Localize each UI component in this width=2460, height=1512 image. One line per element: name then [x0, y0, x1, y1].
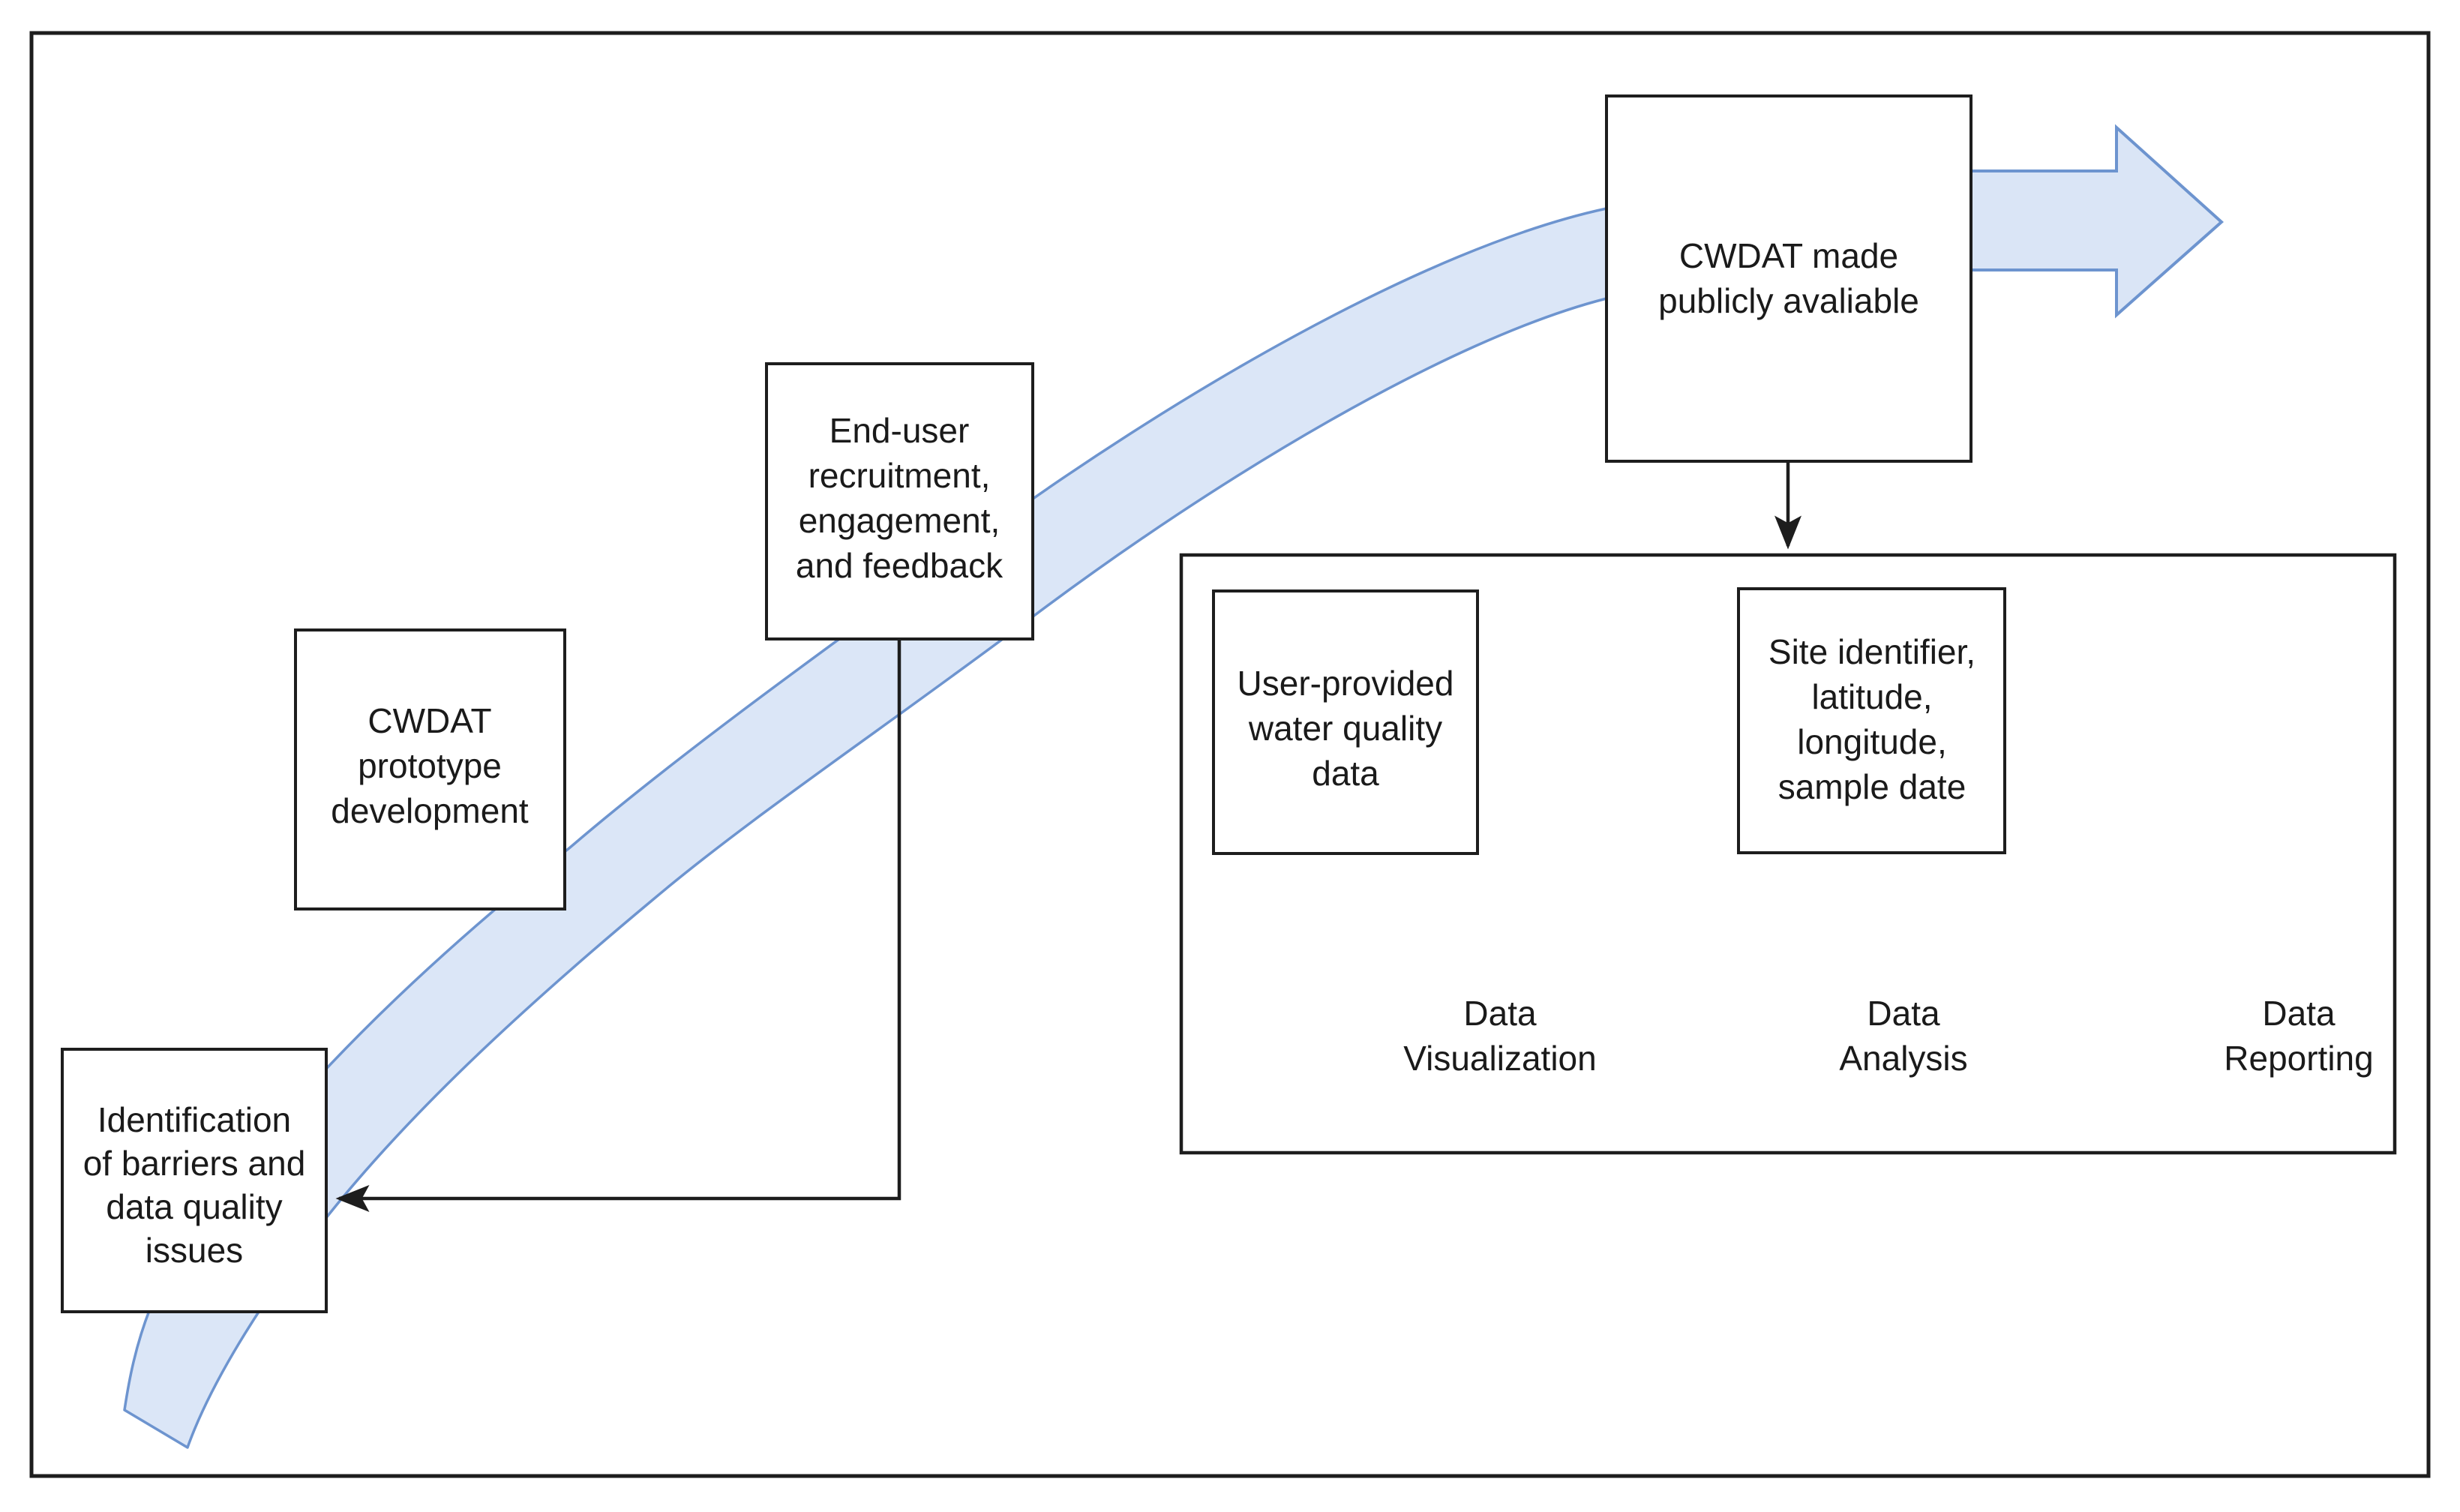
node-published-line-1: CWDAT made [1679, 236, 1898, 275]
node-fields-line-4: sample date [1778, 767, 1966, 806]
node-enduser-line-4: and feedback [796, 546, 1004, 585]
outer-frame [29, 31, 2431, 1478]
node-published-line-2: publicly avaliable [1658, 281, 1919, 320]
node-end-user-recruitment[interactable]: End-user recruitment, engagement, and fe… [765, 362, 1034, 640]
node-enduser-line-3: engagement, [799, 501, 1000, 540]
node-identification-line-3: data quality [106, 1187, 282, 1226]
leaf-reporting-line-2: Reporting [2224, 1039, 2373, 1078]
node-record-fields[interactable]: Site identifier, latitude, longitude, sa… [1737, 587, 2006, 854]
node-userdata-line-2: water quality [1248, 709, 1442, 748]
leaf-visualization-line-2: Visualization [1403, 1039, 1596, 1078]
node-userdata-line-3: data [1312, 754, 1379, 793]
leaf-visualization-line-1: Data [1463, 994, 1537, 1033]
node-cwdat-published[interactable]: CWDAT made publicly avaliable [1605, 94, 1972, 463]
leaf-reporting-line-1: Data [2262, 994, 2336, 1033]
node-identification-line-4: issues [146, 1231, 243, 1270]
node-userdata-line-1: User-provided [1238, 664, 1454, 703]
leaf-data-visualization[interactable]: Data Visualization [1403, 994, 1596, 1078]
connector-feedback-loop [335, 639, 902, 1212]
node-fields-line-1: Site identifier, [1768, 632, 1976, 671]
node-identification-of-barriers[interactable]: Identification of barriers and data qual… [61, 1048, 328, 1313]
node-fields-line-3: longitude, [1797, 722, 1947, 761]
node-enduser-line-1: End-user [830, 411, 970, 450]
node-prototype-line-2: prototype [358, 746, 502, 785]
leaf-data-analysis[interactable]: Data Analysis [1839, 994, 1967, 1078]
outcome-arrow-icon [1968, 124, 2224, 319]
node-identification-line-2: of barriers and [83, 1144, 306, 1183]
node-cwdat-prototype-development[interactable]: CWDAT prototype development [294, 628, 566, 910]
leaf-data-reporting[interactable]: Data Reporting [2224, 994, 2373, 1078]
leaf-analysis-line-1: Data [1867, 994, 1940, 1033]
node-prototype-line-3: development [331, 791, 529, 830]
leaf-analysis-line-2: Analysis [1839, 1039, 1967, 1078]
node-user-provided-data[interactable]: User-provided water quality data [1212, 590, 1479, 855]
node-identification-line-1: Identification [98, 1100, 291, 1139]
node-enduser-line-2: recruitment, [808, 456, 991, 495]
node-fields-line-2: latitude, [1811, 677, 1932, 716]
node-prototype-line-1: CWDAT [368, 701, 491, 740]
